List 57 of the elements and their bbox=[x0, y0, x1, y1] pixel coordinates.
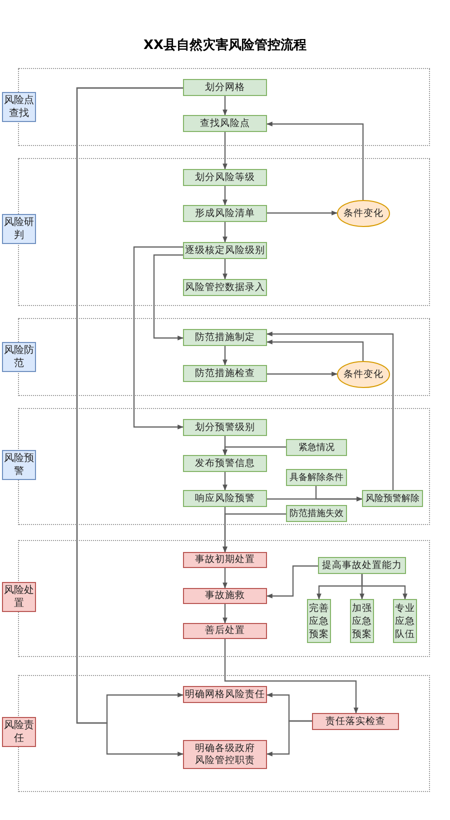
process-box: 防范措施失效 bbox=[286, 505, 347, 522]
stage-label: 风险研判 bbox=[2, 214, 36, 244]
arrow bbox=[222, 446, 286, 456]
arrow bbox=[222, 472, 228, 491]
arrow bbox=[222, 96, 228, 116]
process-box: 查找风险点 bbox=[183, 115, 267, 132]
process-box: 善后处置 bbox=[183, 623, 267, 639]
arrow bbox=[222, 346, 228, 366]
process-box: 风险预警解除 bbox=[362, 490, 423, 507]
title: XX县自然灾害风险管控流程 bbox=[142, 36, 308, 54]
condition-ellipse: 条件变化 bbox=[337, 361, 390, 388]
process-box: 责任落实检查 bbox=[312, 713, 399, 730]
stage-label: 风险处置 bbox=[2, 582, 36, 612]
arrow bbox=[361, 574, 408, 600]
process-box: 加强应急预案 bbox=[350, 599, 374, 643]
arrow bbox=[266, 340, 364, 361]
process-box: 明确各级政府风险管控职责 bbox=[183, 740, 267, 769]
process-box: 完善应急预案 bbox=[307, 599, 331, 643]
arrow bbox=[266, 720, 312, 756]
process-box: 响应风险预警 bbox=[183, 490, 267, 507]
condition-ellipse: 条件变化 bbox=[337, 200, 390, 227]
arrow bbox=[267, 372, 338, 376]
process-box: 逐级核定风险级别 bbox=[183, 242, 267, 259]
arrow bbox=[222, 132, 228, 170]
process-box: 事故施救 bbox=[183, 588, 267, 604]
stage-label: 风险预警 bbox=[2, 450, 36, 480]
arrow bbox=[266, 122, 364, 200]
arrow bbox=[222, 568, 228, 589]
process-box: 明确网格风险责任 bbox=[183, 686, 267, 703]
arrow bbox=[222, 513, 286, 553]
process-box: 划分预警级别 bbox=[183, 419, 267, 436]
process-box: 专业应急队伍 bbox=[393, 599, 417, 643]
process-box: 事故初期处置 bbox=[183, 552, 267, 568]
process-box: 形成风险清单 bbox=[183, 205, 267, 222]
process-box: 划分风险等级 bbox=[183, 169, 267, 186]
arrow bbox=[133, 246, 184, 430]
process-box: 划分网格 bbox=[183, 79, 267, 96]
process-box: 防范措施制定 bbox=[183, 329, 267, 346]
arrow bbox=[224, 639, 358, 714]
arrow bbox=[266, 332, 394, 490]
process-box: 紧急情况 bbox=[286, 439, 347, 456]
arrow bbox=[266, 565, 318, 598]
arrow bbox=[222, 222, 228, 243]
arrow bbox=[267, 210, 338, 216]
process-box: 具备解除条件 bbox=[286, 469, 347, 486]
arrow bbox=[222, 259, 228, 280]
stage-label: 风险责任 bbox=[2, 717, 36, 747]
arrow bbox=[222, 604, 228, 624]
arrow bbox=[153, 254, 184, 340]
stage-label: 风险点查找 bbox=[2, 92, 36, 122]
process-box: 风险管控数据录入 bbox=[183, 279, 267, 296]
process-box: 发布预警信息 bbox=[183, 455, 267, 472]
stage-label: 风险防范 bbox=[2, 342, 36, 372]
process-box: 提高事故处置能力 bbox=[318, 557, 406, 574]
arrow bbox=[222, 186, 228, 206]
process-box: 防范措施检查 bbox=[183, 365, 267, 382]
arrow bbox=[315, 486, 363, 502]
